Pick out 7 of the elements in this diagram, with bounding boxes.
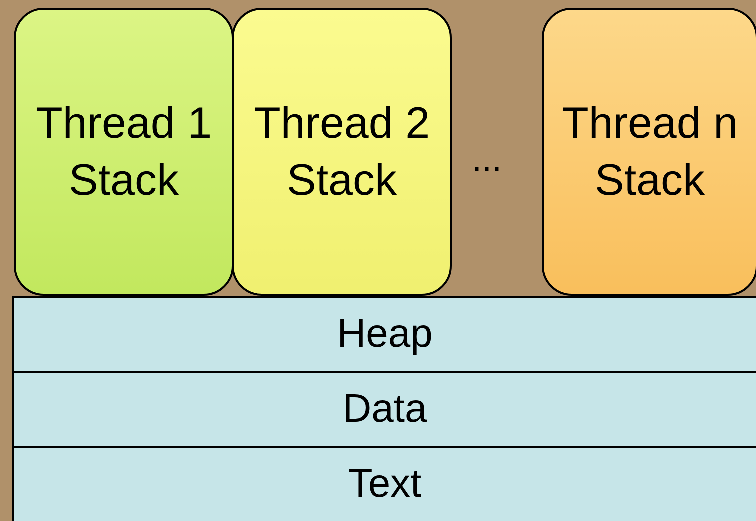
- memory-segment: Text: [12, 446, 756, 521]
- memory-segment: Data: [12, 371, 756, 448]
- stack-box: Thread 2 Stack: [232, 8, 452, 296]
- memory-segment: Heap: [12, 296, 756, 373]
- stack-box: Thread n Stack: [542, 8, 756, 296]
- ellipsis-text: ...: [472, 138, 502, 180]
- stack-box: Thread 1 Stack: [14, 8, 234, 296]
